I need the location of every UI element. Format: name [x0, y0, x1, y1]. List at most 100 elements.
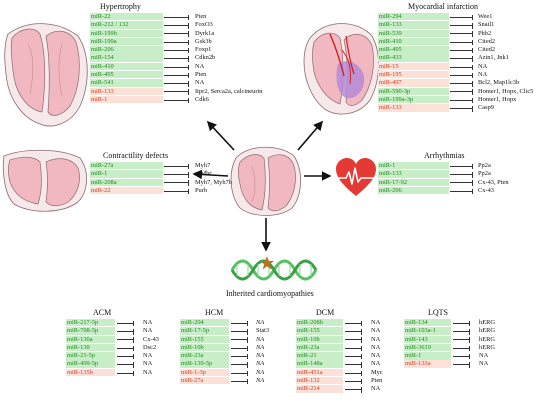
inhibition-arrow-icon — [450, 72, 473, 79]
target-gene: hERG — [479, 327, 495, 335]
inhibition-arrow-icon — [450, 81, 473, 87]
target-gene: NA — [371, 327, 381, 335]
inhibition-arrow-icon — [117, 337, 134, 343]
contractility-defects-title: Contractility defects — [103, 151, 169, 160]
mirna-label: miR-206 — [90, 46, 163, 54]
inhibition-arrow-icon — [453, 345, 470, 352]
target-gene: Itpr2, Serca2a, calcineurin — [195, 87, 263, 95]
mirna-label: miR-139-5p — [180, 360, 229, 368]
target-gene: Pp2a — [478, 162, 491, 169]
target-gene: hERG — [479, 319, 495, 326]
inhibition-arrow-icon — [453, 362, 470, 368]
inhibition-arrow-icon — [231, 353, 248, 360]
inhibition-arrow-icon — [231, 378, 248, 385]
inhibition-arrow-icon — [117, 329, 134, 335]
inhibition-arrow-icon — [453, 353, 470, 360]
mirna-label: miR-199b — [90, 29, 163, 37]
mirna-label: miR-23a — [296, 343, 343, 352]
inhibition-arrow-icon — [164, 81, 189, 87]
inhibition-arrow-icon — [164, 39, 189, 46]
target-gene: NA — [371, 343, 381, 351]
inhibition-arrow-icon — [450, 106, 473, 112]
mirna-label: miR-204 — [180, 319, 229, 327]
inhibition-arrow-icon — [345, 320, 362, 327]
mirna-label: miR-1 — [90, 95, 163, 104]
mirna-label: miR-3619 — [404, 343, 451, 352]
inhibition-arrow-icon — [164, 47, 189, 54]
mirna-label: miR-214 — [296, 385, 343, 393]
target-gene: hERG — [479, 335, 495, 343]
inhibition-arrow-icon — [164, 23, 189, 29]
myocardial-infarction-heart-illustration — [303, 23, 379, 115]
mirna-label: miR-154 — [90, 54, 163, 62]
target-gene: NA — [256, 377, 265, 385]
inhibition-arrow-icon — [164, 97, 189, 104]
inhibition-arrow-icon — [164, 64, 189, 71]
target-gene: NA — [143, 352, 153, 360]
target-gene: Gsk3b — [195, 37, 212, 45]
inhibition-arrow-icon — [450, 14, 473, 21]
mirna-label: miR-143 — [404, 335, 451, 343]
target-gene: Foxp1 — [195, 46, 212, 54]
mirna-label: miR-134 — [404, 319, 451, 327]
dcm-title: DCM — [316, 308, 335, 317]
target-gene: Dsc2 — [143, 343, 157, 351]
mirna-label: miR-130a — [66, 335, 115, 343]
inhibition-arrow-icon — [450, 56, 473, 62]
mirna-label: miR-155 — [180, 335, 229, 343]
target-gene: Myh7, Myh7b — [195, 178, 232, 186]
target-gene: NA — [195, 62, 205, 70]
inhibition-arrow-icon — [345, 329, 362, 335]
target-gene: NA — [256, 360, 265, 368]
mirna-label: miR-208b — [296, 319, 343, 327]
arrow-to-myocardial-infarction — [297, 120, 324, 151]
inhibition-arrow-icon — [164, 172, 189, 178]
arrow-to-contractility — [192, 169, 229, 180]
mirna-label: miR-433 — [378, 54, 449, 62]
mirna-label: miR-495 — [378, 46, 449, 54]
inhibition-arrow-icon — [164, 31, 189, 37]
inhibition-arrow-icon — [453, 320, 470, 327]
arrow-to-hypertrophy — [206, 120, 235, 151]
target-gene: Homer1, Hopx — [478, 95, 517, 103]
target-gene: Myh7 — [195, 162, 211, 169]
mirna-label: miR-155 — [296, 327, 343, 335]
inhibition-arrow-icon — [450, 47, 473, 54]
mirna-label: miR-294 — [378, 13, 449, 21]
mirna-label: miR-27a — [180, 377, 229, 385]
arrhythmia-heart-icon — [336, 158, 376, 196]
inhibition-arrow-icon — [450, 23, 473, 29]
target-gene: Snail1 — [478, 21, 495, 29]
inhibition-arrow-icon — [345, 362, 362, 368]
mirna-label: miR-410 — [90, 62, 163, 71]
mirna-label: miR-133 — [378, 104, 449, 112]
mirna-label: miR-103a-1 — [404, 327, 451, 335]
mirna-label: miR-539 — [378, 29, 449, 37]
mirna-label: miR-206 — [378, 186, 449, 195]
mirna-label: miR-27a — [90, 162, 163, 170]
inhibition-arrow-icon — [345, 387, 362, 393]
mirna-label: miR-133 — [378, 21, 449, 29]
target-gene: NA — [479, 352, 489, 360]
hypertrophy-title: Hypertrophy — [100, 2, 141, 11]
target-gene: Bcl2, Map1lc3b — [478, 79, 520, 87]
lqts-title: LQTS — [428, 308, 448, 317]
inhibition-arrow-icon — [450, 97, 473, 104]
inhibition-arrow-icon — [164, 89, 189, 95]
central-heart-illustration — [230, 146, 301, 216]
mirna-label: miR-208a — [90, 178, 163, 186]
inhibition-arrow-icon — [117, 370, 134, 377]
target-gene: NA — [371, 385, 381, 393]
mirna-label: miR-1 — [90, 170, 163, 178]
mirna-label: miR-541 — [90, 79, 163, 87]
target-gene: Pp2a — [478, 170, 491, 178]
mirna-label: miR-1 — [378, 162, 449, 170]
mirna-label: miR-199a — [90, 37, 163, 46]
mirna-label: miR-217-5p — [66, 319, 115, 327]
target-gene: α-Mhc — [195, 170, 213, 178]
inhibition-arrow-icon — [450, 31, 473, 37]
inhibition-arrow-icon — [117, 320, 134, 327]
mirna-label: miR-495 — [90, 71, 163, 79]
inhibition-arrow-icon — [231, 370, 248, 377]
